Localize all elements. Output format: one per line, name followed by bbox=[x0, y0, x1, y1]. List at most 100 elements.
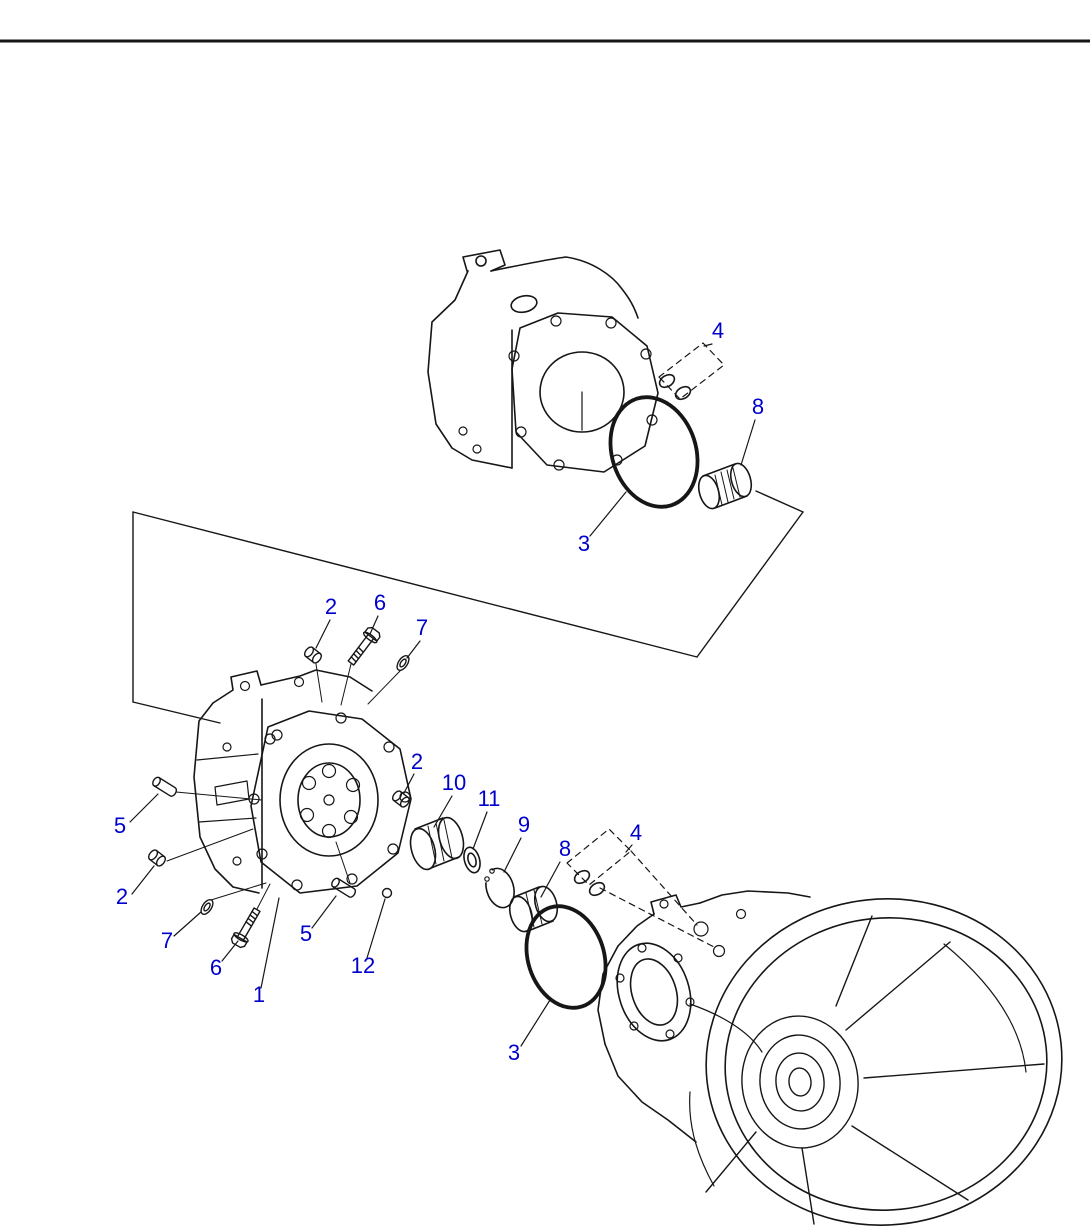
leader-8-top bbox=[740, 419, 756, 466]
main-flange bbox=[250, 710, 412, 894]
bearing-part-8-low bbox=[508, 885, 559, 933]
callout-10: 10 bbox=[442, 770, 466, 795]
leader-lines bbox=[129, 343, 756, 1047]
leader-3-low bbox=[520, 999, 551, 1047]
ring-gap bbox=[482, 869, 493, 883]
bolt-part-6-low bbox=[228, 904, 265, 950]
callout-6-low: 6 bbox=[210, 955, 222, 980]
callout-11: 11 bbox=[478, 786, 501, 811]
line-art bbox=[0, 39, 1090, 1226]
piston-bores bbox=[299, 763, 361, 839]
leader-5-left bbox=[129, 793, 159, 823]
callout-2-top: 2 bbox=[325, 594, 337, 619]
leader-9 bbox=[503, 837, 522, 873]
body-detail-lines bbox=[196, 753, 259, 823]
housing-flange bbox=[511, 312, 659, 473]
leader-6-low bbox=[221, 940, 239, 962]
assembly-lines bbox=[166, 663, 401, 910]
dashed-mount-line bbox=[599, 887, 715, 948]
housing-top-tab bbox=[462, 249, 506, 272]
orings-small-rear bbox=[658, 342, 725, 401]
plug-part-12 bbox=[381, 887, 393, 899]
callout-5-left: 5 bbox=[114, 813, 126, 838]
front-body-detail bbox=[689, 1003, 763, 1053]
leader-12 bbox=[366, 898, 386, 959]
ring-ear bbox=[489, 868, 495, 874]
dashed-bracket bbox=[566, 828, 632, 886]
front-flange bbox=[616, 942, 692, 1042]
callout-8-low: 8 bbox=[559, 836, 571, 861]
front-tab-hole bbox=[659, 899, 669, 909]
callouts: 4 8 3 2 6 7 2 10 11 9 8 4 5 2 7 6 1 5 12… bbox=[114, 318, 764, 1065]
oring-large-front bbox=[524, 904, 608, 1010]
cylinder-block bbox=[297, 762, 361, 838]
body-top-tab bbox=[212, 670, 262, 704]
callout-3-low: 3 bbox=[508, 1040, 520, 1065]
bearing-rear bbox=[697, 462, 753, 510]
front-port bbox=[693, 921, 709, 937]
bolt-part-6-top bbox=[343, 624, 383, 669]
top-hole bbox=[293, 676, 305, 688]
body-hole bbox=[232, 856, 242, 866]
ring-ear bbox=[484, 876, 490, 882]
drum-vanes bbox=[705, 915, 1045, 1225]
tab-hole bbox=[475, 255, 487, 267]
front-flange-bore bbox=[629, 958, 679, 1026]
leader-11 bbox=[472, 811, 488, 850]
front-pump-housing-drum bbox=[689, 898, 1063, 1226]
plug-part-2-top bbox=[302, 644, 324, 666]
snap-ring-part-9 bbox=[482, 867, 515, 909]
drum-outer-rim bbox=[705, 898, 1063, 1226]
leader-2-left bbox=[131, 865, 155, 895]
drum-inner-rim bbox=[724, 917, 1048, 1211]
washer-part-7-low bbox=[197, 896, 217, 918]
front-body-outline bbox=[597, 913, 655, 1045]
drum-arc-detail bbox=[689, 1091, 715, 1187]
bearing-hatch bbox=[427, 819, 453, 865]
drum-hub bbox=[741, 1015, 859, 1149]
housing-left-outline bbox=[427, 270, 513, 469]
callout-2-mid: 2 bbox=[411, 749, 423, 774]
leader-5-mid bbox=[311, 895, 337, 929]
leader-7-top bbox=[406, 640, 421, 659]
callout-2-left: 2 bbox=[116, 884, 128, 909]
tab-hole bbox=[239, 680, 251, 692]
dashed-bracket bbox=[658, 342, 725, 400]
port-oval bbox=[510, 294, 538, 314]
front-body-bottom bbox=[604, 1043, 697, 1143]
body-hole bbox=[222, 742, 232, 752]
callout-7-top: 7 bbox=[416, 615, 428, 640]
body-top-edge bbox=[260, 669, 373, 692]
washer-part-11 bbox=[463, 846, 481, 874]
bearing-part-10 bbox=[409, 816, 465, 871]
callout-7-low: 7 bbox=[161, 928, 173, 953]
body-left-outline bbox=[193, 702, 260, 894]
leader-6-top bbox=[369, 615, 379, 635]
pin-part-5-left bbox=[150, 775, 179, 799]
leader-7-low bbox=[173, 911, 202, 937]
front-port bbox=[735, 908, 747, 920]
main-pump-body bbox=[193, 669, 412, 894]
body-slot bbox=[214, 780, 250, 806]
front-flange-holes bbox=[615, 943, 695, 1039]
leader-3-top bbox=[589, 491, 627, 537]
front-port bbox=[712, 944, 726, 958]
callout-1: 1 bbox=[253, 982, 265, 1007]
leader-4-top bbox=[703, 343, 713, 347]
leader-10 bbox=[433, 795, 453, 828]
leader-8-low bbox=[540, 861, 561, 898]
front-pump-body bbox=[597, 890, 811, 1143]
flange-face bbox=[279, 743, 379, 857]
flange-bolt-holes bbox=[508, 315, 658, 471]
front-body-top bbox=[699, 890, 811, 904]
main-flange-bolt-holes bbox=[248, 712, 411, 891]
bearing-hatch bbox=[714, 467, 741, 506]
callout-12: 12 bbox=[351, 953, 375, 978]
leader-1 bbox=[260, 897, 280, 989]
housing-top-edge bbox=[490, 256, 639, 319]
rear-pump-housing bbox=[427, 249, 659, 473]
callout-3-top: 3 bbox=[578, 531, 590, 556]
oring-large-rear bbox=[608, 395, 700, 509]
